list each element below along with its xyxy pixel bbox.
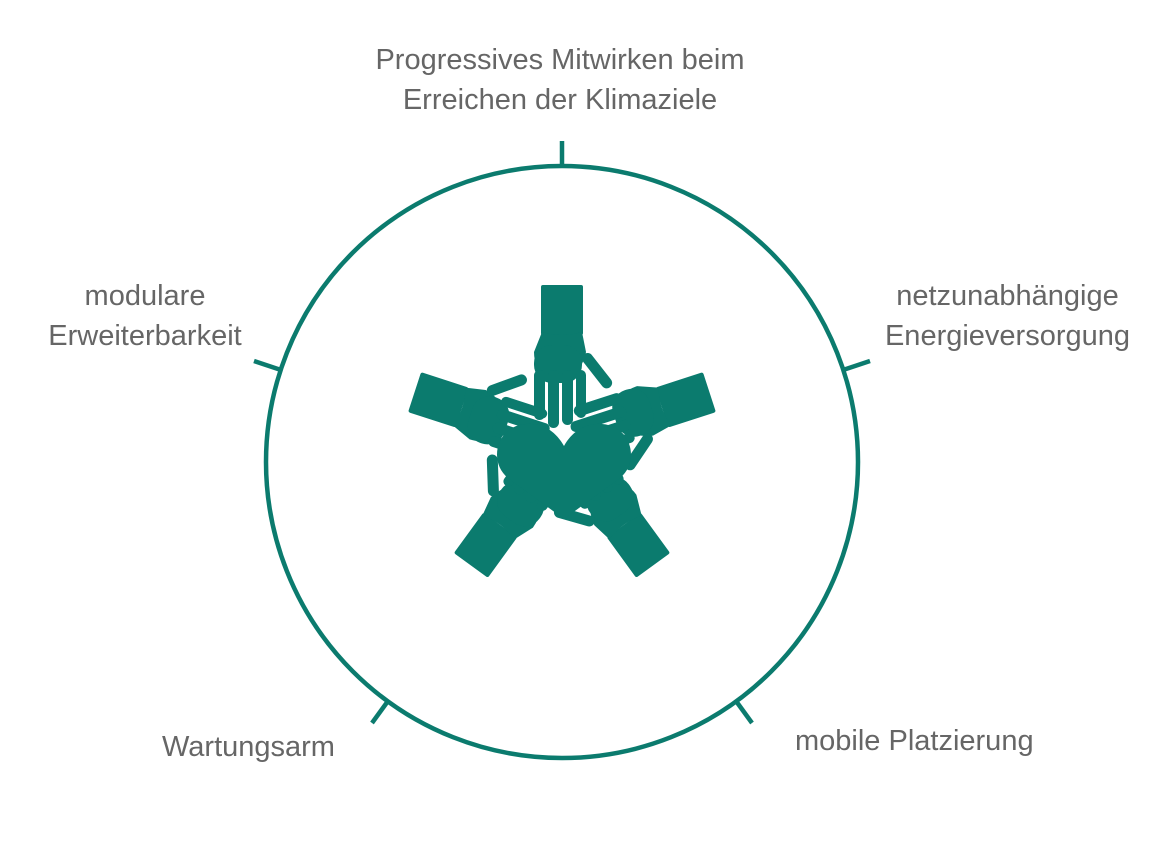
label-low-maintenance: Wartungsarm — [162, 727, 392, 767]
ring-ticks — [253, 141, 871, 725]
hands-group — [405, 285, 726, 597]
label-climate-goals: Progressives Mitwirken beim Erreichen de… — [300, 40, 820, 120]
label-off-grid-energy: netzunabhängige Energieversorgung — [865, 276, 1150, 356]
tick-right — [842, 358, 871, 373]
tick-left — [253, 358, 282, 373]
label-line: Wartungsarm — [162, 731, 335, 763]
label-line: Erweiterbarkeit — [48, 320, 242, 352]
heart-icon — [496, 423, 632, 519]
label-line: Progressives Mitwirken beim — [375, 44, 745, 76]
label-line: modulare — [84, 280, 206, 312]
label-modular-expandability: modulare Erweiterbarkeit — [20, 276, 270, 356]
tick-bottom-left — [370, 699, 390, 725]
label-line: Energieversorgung — [884, 320, 1131, 352]
label-mobile-placement: mobile Platzierung — [795, 721, 1095, 761]
label-line: netzunabhängige — [896, 280, 1119, 312]
label-line: Erreichen der Klimaziele — [402, 84, 718, 116]
label-line: mobile Platzierung — [795, 725, 1034, 757]
tick-bottom-right — [734, 699, 754, 725]
